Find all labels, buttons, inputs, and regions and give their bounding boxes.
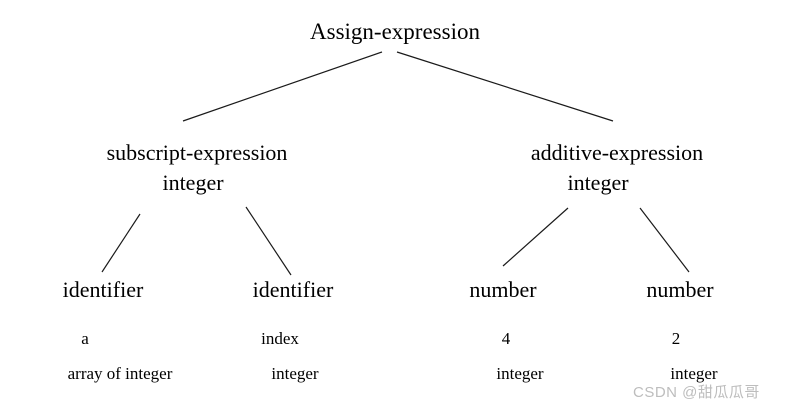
node-subscript-expression-type: integer [162,170,224,195]
leaf-number-2-label: number [646,277,714,302]
leaf-identifier-a-label: identifier [62,277,144,302]
leaf-identifier-index-label: identifier [252,277,334,302]
node-root-label: Assign-expression [310,19,480,44]
node-additive-expression-label: additive-expression [530,140,704,165]
leaf-identifier-index-value: index [261,329,299,348]
edge-root-to-subscript [182,51,383,122]
node-subscript-expression-label: subscript-expression [106,140,288,165]
node-additive-expression-type: integer [567,170,629,195]
edge-root-to-additive [396,51,614,122]
edge-subscript-to-identifier-a [101,213,141,273]
csdn-watermark: CSDN @甜瓜瓜哥 [633,384,760,401]
edge-additive-to-number-4 [502,207,569,267]
leaf-identifier-a-value: a [81,329,89,348]
edge-additive-to-number-2 [639,207,690,273]
leaf-number-4-value: 4 [501,329,511,348]
leaf-identifier-index-type: integer [271,364,319,383]
leaf-number-4-type: integer [496,364,544,383]
leaf-identifier-a-type: array of integer [67,364,173,383]
leaf-number-4-label: number [469,277,537,302]
leaf-number-2-type: integer [670,364,718,383]
edge-subscript-to-identifier-index [245,206,292,276]
leaf-number-2-value: 2 [671,329,681,348]
